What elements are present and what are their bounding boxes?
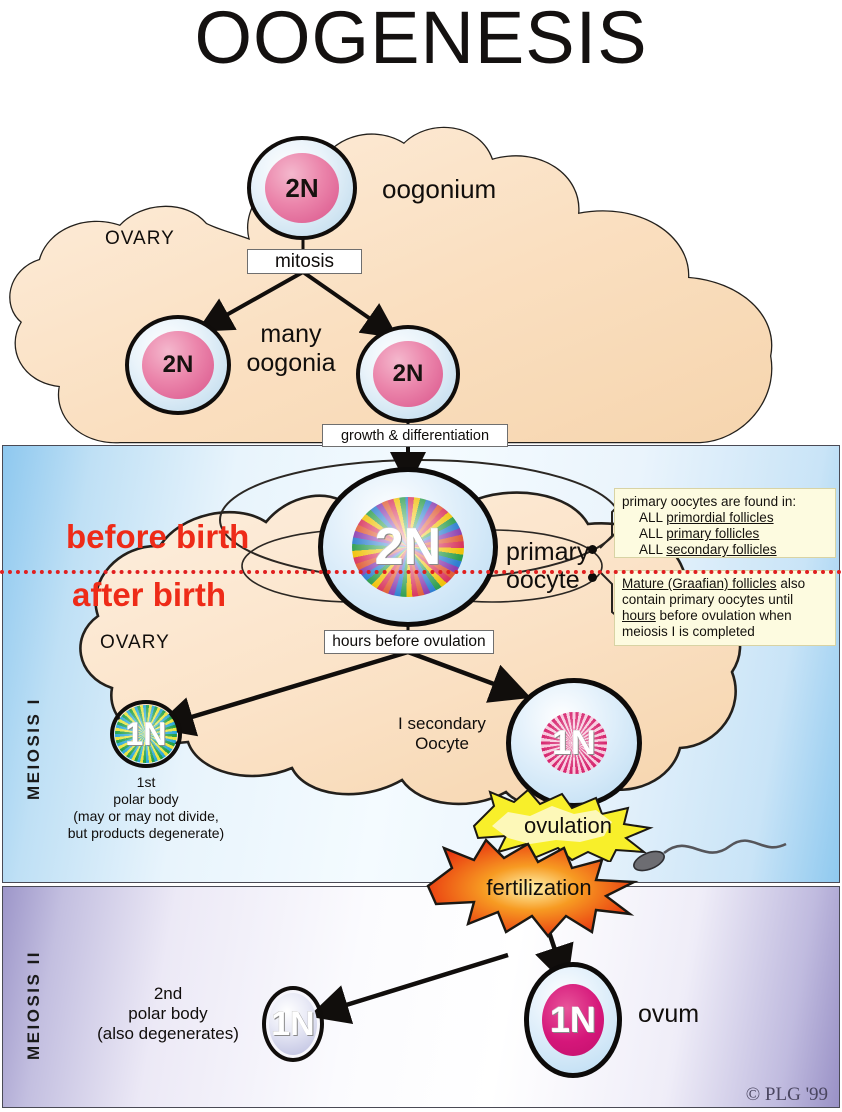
ovulation-label: ovulation [523, 813, 613, 838]
note1-line4: ALL secondary follicles [639, 542, 777, 557]
fpb-line3: (may or may not divide, [73, 808, 219, 824]
note1-line2: ALL primordial follicles [639, 510, 774, 525]
copyright-notice: © PLG '99 [745, 1084, 828, 1105]
before-birth-label: before birth [66, 518, 250, 555]
title-text: OOGENESIS [194, 0, 648, 79]
ovary-bottom-label: OVARY [100, 632, 170, 653]
oogonium-ploidy: 2N [285, 173, 319, 203]
many-oogonia-line1: many [260, 320, 322, 348]
ovum-ploidy: 1N [549, 999, 597, 1040]
after-birth-label: after birth [72, 576, 227, 613]
primary-oocyte-label-line1: primary [506, 538, 590, 566]
spb-line1: 2nd [153, 984, 183, 1003]
cell-oogonia-right[interactable]: 2N [356, 325, 460, 423]
growth-differentiation-box[interactable]: growth & differentiation [322, 424, 508, 447]
note2-line1: Mature (Graafian) follicles also [622, 576, 806, 591]
spb-line2: polar body [128, 1004, 208, 1023]
oogonia-right-ploidy: 2N [392, 360, 424, 387]
bracket-dot-lower [588, 573, 597, 582]
note2-line4: meiosis I is completed [622, 624, 755, 639]
fertilization-burst: fertilization [424, 838, 654, 938]
birth-divider-line [0, 570, 842, 574]
note2-line2: contain primary oocytes until [622, 592, 794, 607]
second-polar-body-ploidy: 1N [271, 1005, 315, 1043]
note1-line1: primary oocytes are found in: [622, 494, 797, 509]
cell-oogonium[interactable]: 2N [247, 136, 357, 240]
secondary-oocyte-ploidy: 1N [552, 724, 596, 762]
many-oogonia-label: many oogonia [226, 320, 356, 378]
secondary-oocyte-label: I secondary Oocyte [372, 714, 512, 754]
soc-line1: I secondary [398, 714, 486, 733]
oogonium-label: oogonium [382, 174, 497, 204]
meiosis-ii-panel [2, 886, 840, 1108]
oogonia-left-ploidy: 2N [162, 351, 194, 378]
cell-primary-oocyte[interactable]: 2N [318, 467, 498, 627]
ovum-label: ovum [638, 1000, 700, 1028]
cell-oogonia-left[interactable]: 2N [125, 315, 231, 415]
cell-first-polar-body[interactable]: 1N [110, 700, 182, 768]
note-primary-oocytes: primary oocytes are found in: ALL primor… [614, 488, 836, 558]
fpb-line1: 1st [136, 774, 156, 790]
second-polar-body-label: 2nd polar body (also degenerates) [78, 984, 258, 1044]
mitosis-box[interactable]: mitosis [247, 249, 362, 274]
bracket-dot-upper [588, 545, 597, 554]
page-title: OOGENESIS [0, 0, 842, 78]
note2-line3: hours before ovulation when [622, 608, 792, 623]
spb-line3: (also degenerates) [97, 1024, 239, 1043]
cell-second-polar-body[interactable]: 1N [262, 986, 324, 1062]
fertilization-label: fertilization [486, 875, 592, 900]
many-oogonia-line2: oogonia [246, 349, 336, 377]
primary-oocyte-ploidy: 2N [374, 518, 442, 576]
note-graafian-follicles: Mature (Graafian) follicles also contain… [614, 570, 836, 646]
cell-ovum[interactable]: 1N [524, 962, 622, 1078]
note1-line3: ALL primary follicles [639, 526, 760, 541]
soc-line2: Oocyte [415, 734, 469, 753]
cell-secondary-oocyte[interactable]: 1N [506, 678, 642, 808]
hours-before-ovulation-box[interactable]: hours before ovulation [324, 630, 494, 654]
fpb-line4: but products degenerate) [67, 825, 225, 841]
ovary-top-label: OVARY [105, 228, 175, 249]
first-polar-body-label: 1st polar body (may or may not divide, b… [26, 774, 266, 842]
fpb-line2: polar body [113, 791, 179, 807]
